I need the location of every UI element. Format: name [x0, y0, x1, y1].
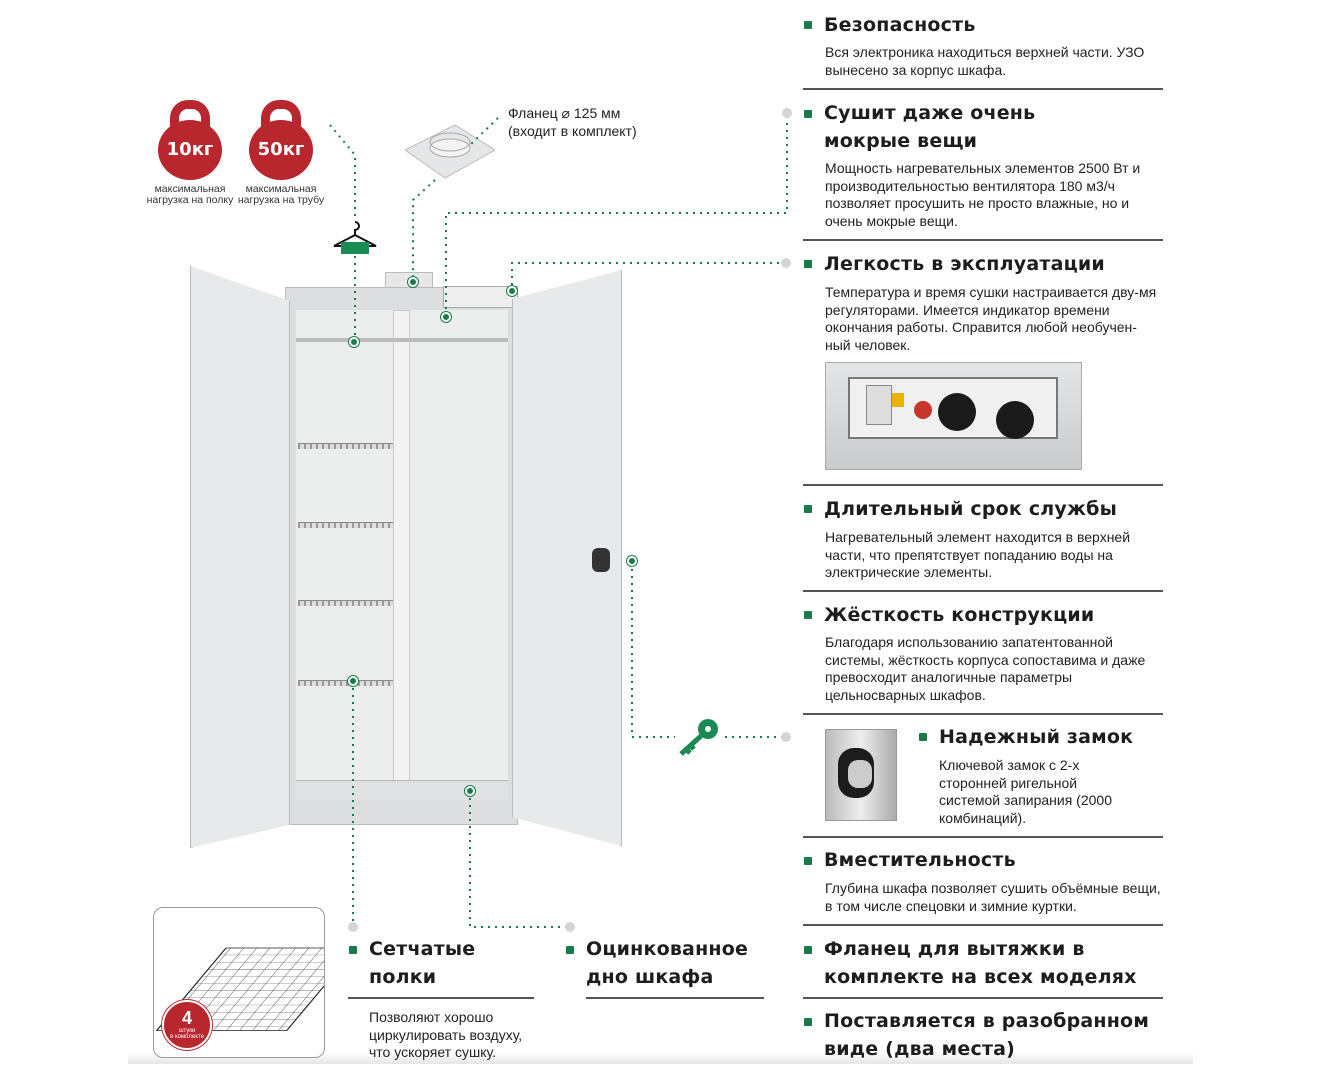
- marker-end: [781, 258, 791, 268]
- weight-caption-shelf: максимальная нагрузка на полку: [146, 183, 234, 206]
- feature-title: Сушит даже очень мокрые вещи: [824, 102, 1036, 152]
- feature-text: Вся электроника находиться верхней части…: [825, 44, 1145, 78]
- shelves-count-badge: 4 штуки в комплекте: [162, 1000, 212, 1050]
- marker-dot: [507, 286, 517, 296]
- marker-end: [348, 922, 358, 932]
- hanger-icon: [332, 218, 378, 263]
- marker-end: [565, 922, 575, 932]
- marker-end: [782, 108, 792, 118]
- feature-title: Легкость в эксплуатации: [824, 253, 1105, 275]
- marker-dot: [465, 786, 475, 796]
- feature-title: Надежный замок: [939, 726, 1134, 748]
- marker-dot: [627, 556, 637, 566]
- feature-text: Позволяют хорошо циркулировать воздуху, …: [369, 1009, 523, 1060]
- marker-dot: [441, 312, 451, 322]
- feature-title: Безопасность: [824, 14, 976, 36]
- weight-icon-rod: 50кг: [249, 100, 313, 180]
- feature-text: Температура и время сушки настраивается …: [825, 284, 1157, 353]
- marker-dot: [408, 277, 418, 287]
- feature-title: Фланец для вытяжки в комплекте на всех м…: [824, 938, 1137, 988]
- flange-note: Фланец ⌀ 125 мм(входит в комплект): [508, 105, 637, 139]
- feature-text: Глубина шкафа позволяет сушить объёмные …: [825, 880, 1161, 914]
- lock-image: [825, 729, 897, 821]
- marker-dot: [349, 337, 359, 347]
- weight-icon-shelf: 10кг: [158, 100, 222, 180]
- feature-title: Сетчатые полки: [369, 938, 476, 988]
- feature-text: Ключевой замок с 2-х сторонней ригельной…: [939, 757, 1112, 826]
- feature-title: Вместительность: [824, 849, 1016, 871]
- feature-text: Мощность нагревательных элементов 2500 В…: [825, 160, 1141, 229]
- marker-dot: [348, 676, 358, 686]
- feature-title: Поставляется в разобранном виде (два мес…: [824, 1010, 1150, 1060]
- feature-text: Благодаря использованию запатентованной …: [825, 634, 1146, 703]
- bottom-strip: [128, 1052, 1193, 1064]
- weight-caption-rod: максимальная нагрузка на трубу: [237, 183, 325, 206]
- control-panel-image: [825, 362, 1082, 470]
- mesh-shelf-image: 4 штуки в комплекте: [153, 907, 325, 1058]
- marker-end: [781, 732, 791, 742]
- feature-title: Оцинкованное дно шкафа: [586, 938, 749, 988]
- key-icon: [678, 716, 722, 763]
- feature-title: Жёсткость конструкции: [824, 604, 1095, 626]
- feature-title: Длительный срок службы: [824, 498, 1117, 520]
- feature-text: Нагревательный элемент находится в верхн…: [825, 529, 1131, 580]
